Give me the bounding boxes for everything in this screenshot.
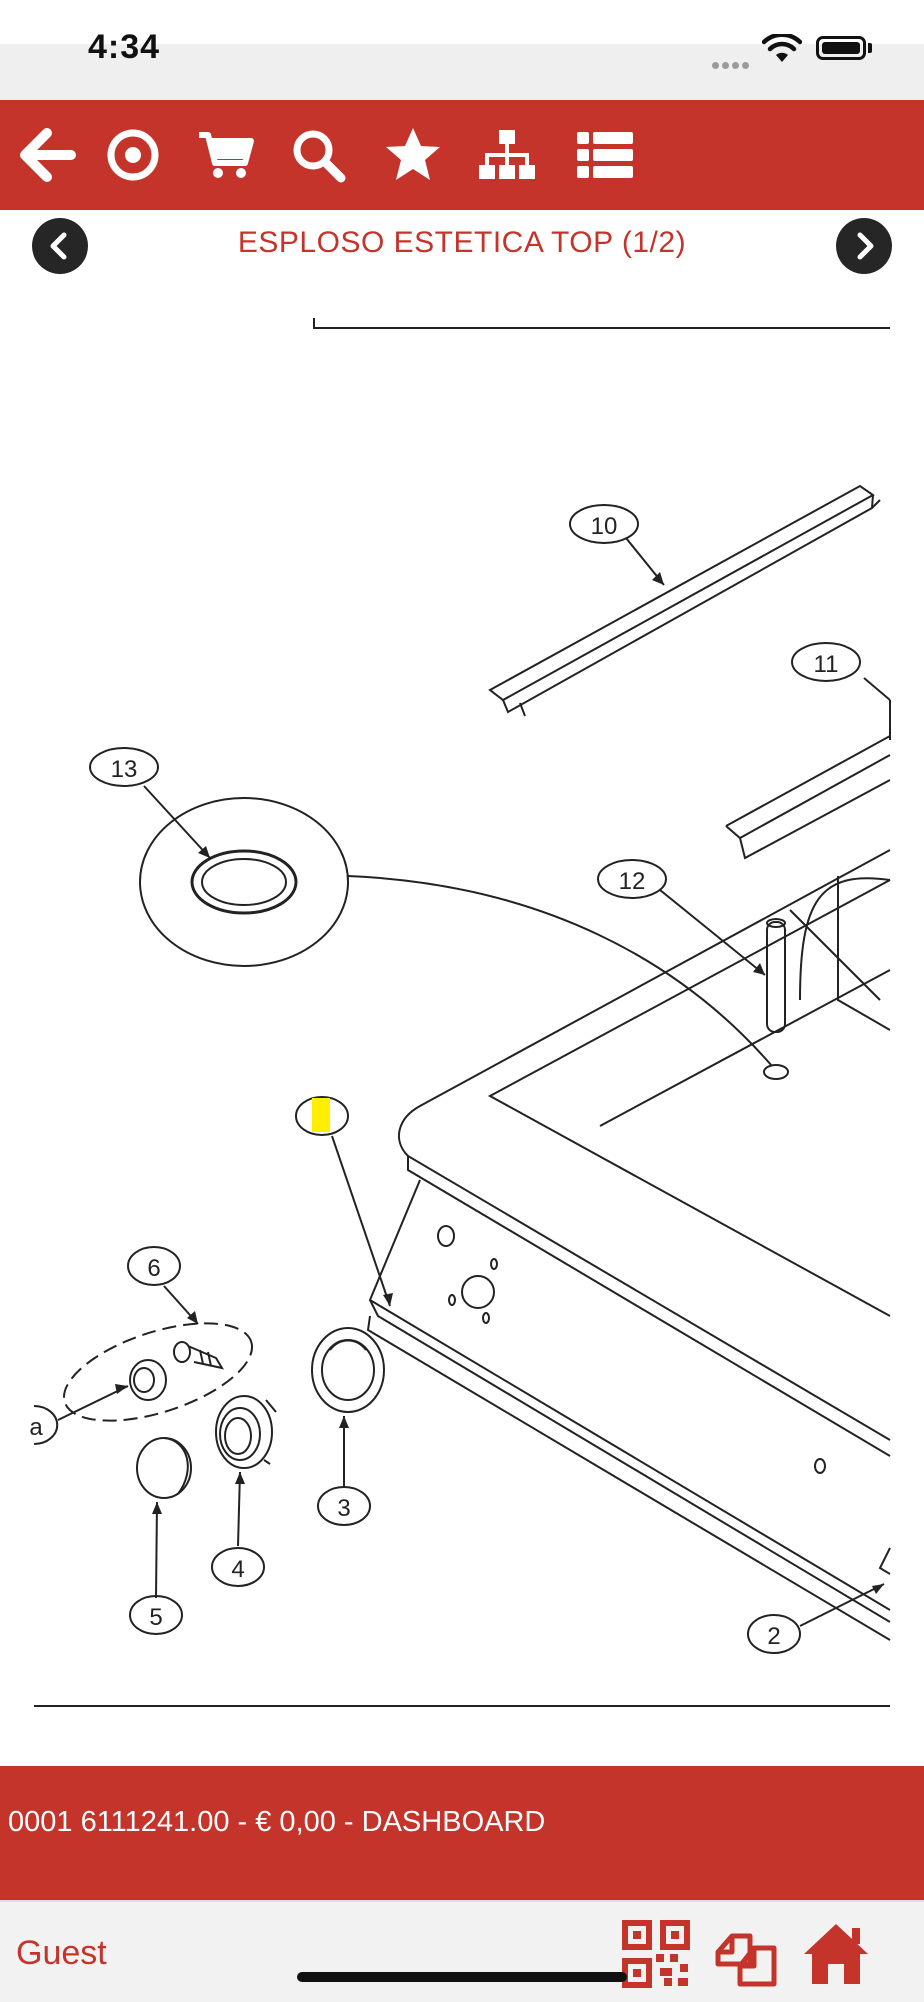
status-bar: 4:34 — [0, 0, 924, 100]
part-3-ring — [311, 1327, 385, 1413]
list-icon[interactable] — [572, 122, 638, 188]
callout-2[interactable]: 2 — [747, 1614, 801, 1654]
search-icon[interactable] — [285, 122, 351, 188]
exploded-diagram[interactable]: 10 11 13 12 6 a 3 4 5 2 — [0, 280, 924, 1740]
leader-lines — [57, 537, 891, 1627]
svg-text:3: 3 — [337, 1495, 350, 1522]
callout-6[interactable]: 6 — [127, 1246, 181, 1286]
hierarchy-icon[interactable] — [474, 122, 540, 188]
battery-icon — [816, 36, 866, 60]
part-13-detail — [139, 797, 773, 1067]
svg-text:12: 12 — [619, 868, 646, 895]
svg-text:10: 10 — [591, 513, 618, 540]
order-info-bar[interactable]: 0001 6111241.00 - € 0,00 - DASHBOARD — [0, 1766, 924, 1900]
qr-code-icon[interactable] — [620, 1918, 692, 1990]
footer-bar: Guest — [0, 1900, 924, 2002]
callout-3[interactable]: 3 — [317, 1486, 371, 1526]
order-info-text: 0001 6111241.00 - € 0,00 - DASHBOARD — [8, 1806, 546, 1838]
main-toolbar — [0, 100, 924, 210]
callout-5[interactable]: 5 — [129, 1595, 183, 1635]
diagram-frame — [34, 318, 890, 1707]
star-icon[interactable] — [380, 122, 446, 188]
callout-12[interactable]: 12 — [597, 859, 667, 899]
copy-icon[interactable] — [710, 1918, 782, 1990]
part-4-bezel — [215, 1395, 277, 1469]
top-frame — [366, 849, 891, 1641]
part-11-bar — [725, 700, 891, 860]
part-6-assembly — [62, 1322, 254, 1422]
leader-arrows — [115, 572, 884, 1594]
home-indicator — [297, 1972, 627, 1982]
page-navigation: ESPLOSO ESTETICA TOP (1/2) — [0, 210, 924, 280]
part-12-pin — [766, 918, 786, 1033]
svg-text:4: 4 — [231, 1556, 244, 1583]
callout-11[interactable]: 11 — [791, 642, 861, 682]
callout-4[interactable]: 4 — [211, 1547, 265, 1587]
part-10-bar — [488, 484, 881, 717]
callout-highlighted[interactable] — [295, 1096, 349, 1136]
chevron-left-icon — [50, 232, 67, 260]
target-icon[interactable] — [100, 122, 166, 188]
page-title: ESPLOSO ESTETICA TOP (1/2) — [237, 226, 687, 259]
user-name-link[interactable]: Guest — [16, 1934, 107, 1972]
svg-text:11: 11 — [814, 651, 839, 678]
cart-icon[interactable] — [192, 122, 258, 188]
signal-icon — [712, 56, 752, 69]
svg-text:2: 2 — [767, 1623, 780, 1650]
wifi-icon — [762, 34, 802, 62]
previous-page-button[interactable] — [32, 218, 88, 274]
callout-a[interactable]: a — [29, 1405, 59, 1445]
svg-text:5: 5 — [149, 1604, 162, 1631]
next-page-button[interactable] — [836, 218, 892, 274]
home-icon[interactable] — [800, 1918, 872, 1990]
svg-text:a: a — [29, 1414, 43, 1441]
svg-text:13: 13 — [111, 756, 138, 783]
status-time: 4:34 — [88, 28, 161, 66]
part-5-cap — [136, 1437, 192, 1499]
svg-text:6: 6 — [147, 1255, 160, 1282]
callout-10[interactable]: 10 — [569, 504, 639, 544]
callout-13[interactable]: 13 — [89, 747, 159, 787]
chevron-right-icon — [857, 232, 874, 260]
back-arrow-icon[interactable] — [14, 122, 80, 188]
